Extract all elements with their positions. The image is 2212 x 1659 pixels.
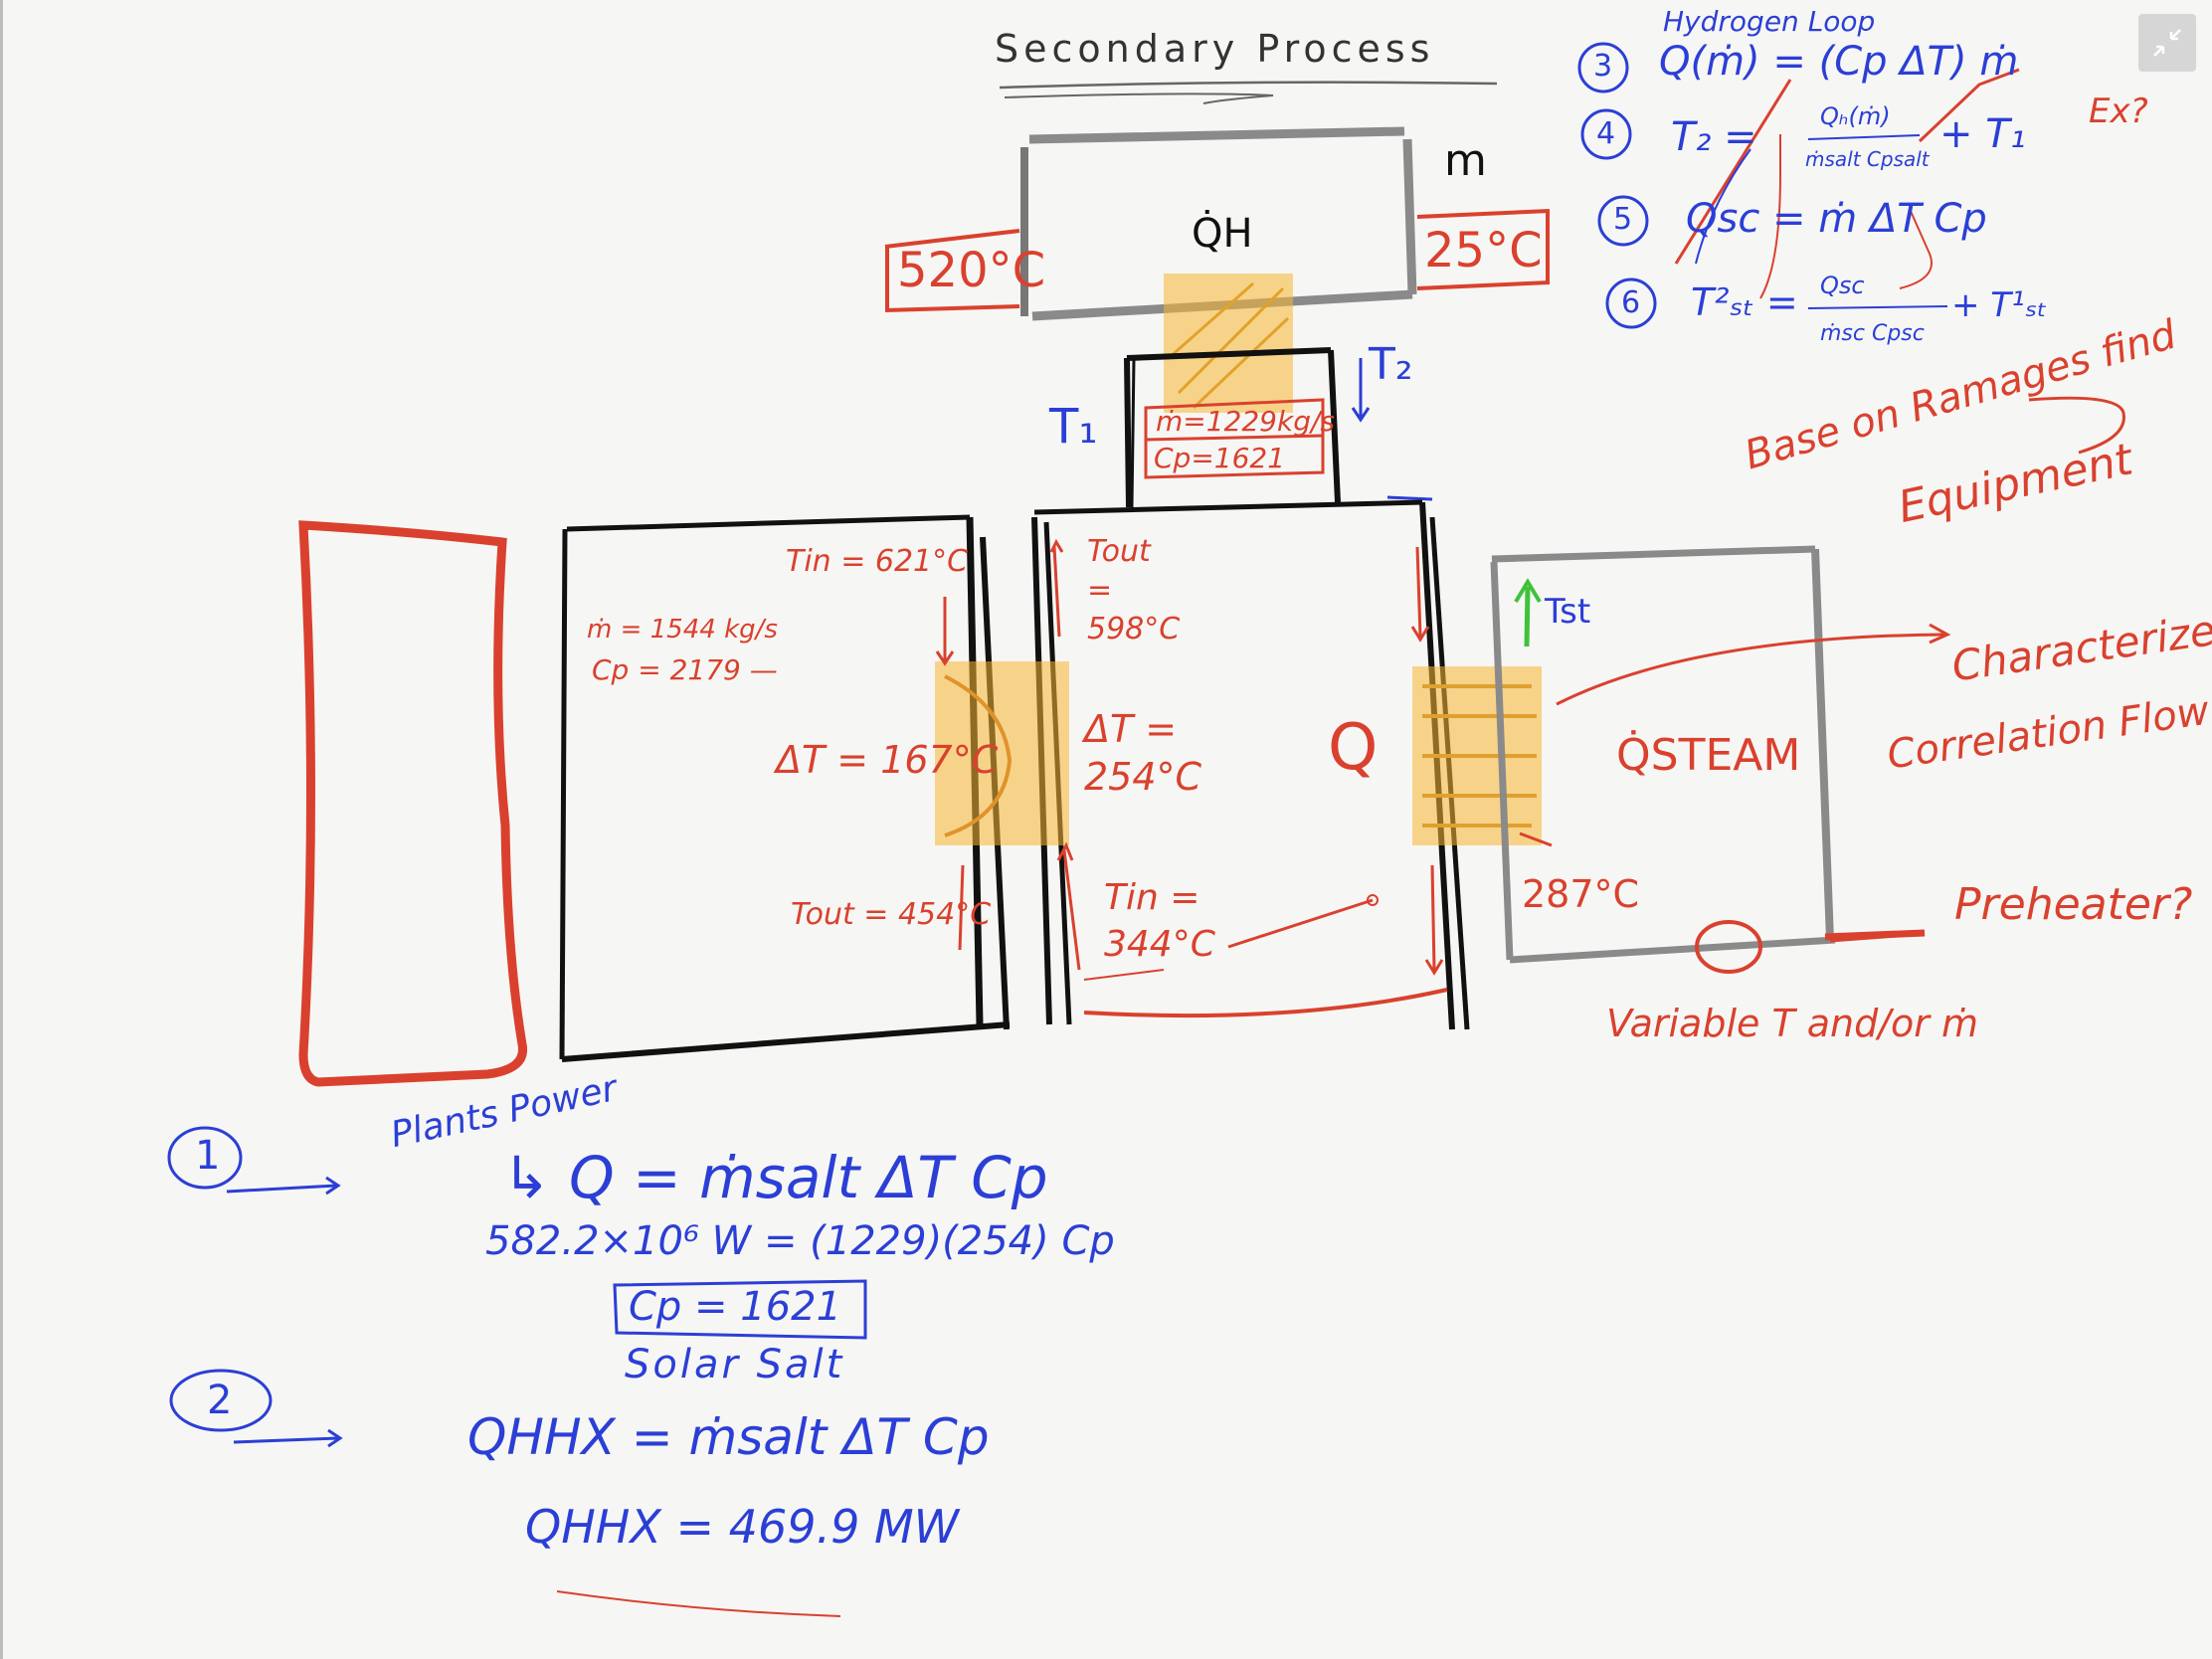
tin-pointer [1227,898,1374,949]
left-edge [0,0,3,1659]
eq3-number: 3 [1593,49,1613,84]
strike-line [1674,79,1792,265]
solar-salt-label: Solar Salt [625,1342,845,1387]
plants-power-substitution: 582.2×10⁶ W = (1229)(254) Cp [485,1218,1115,1264]
t1-return-line [1386,495,1433,501]
riser-cp: Cp=1621 [1154,442,1286,474]
eq6-denominator: ṁsc Cpsc [1820,321,1925,346]
eq6-numerator: Qsc [1820,272,1865,299]
preheater-line [1824,929,1926,941]
middle-box-dt: ΔT = 254°C [1084,707,1202,799]
title-underline [999,81,1498,90]
eq6-lhs: T²ₛₜ = [1691,280,1798,324]
cp-box-outline [613,1279,867,1340]
plants-power-equation: ↳ Q = ṁsalt ΔT Cp [502,1144,1048,1211]
heater-right-port [1416,209,1551,290]
highlight-hx-left [935,661,1069,845]
left-box-tout: Tout = 454°C [791,897,992,932]
left-box-mdot: ṁ = 1544 kg/s [587,615,778,645]
preheater-circle [1695,920,1762,974]
eq4-lhs: T₂ = [1671,114,1757,160]
title-swirl [1004,92,1274,104]
eq3-text: Q(ṁ) = (Cp ΔT) ṁ [1659,39,2019,85]
mdot-cp-box [1144,398,1325,479]
heater-left-port [884,229,1020,312]
steam-box-temp: 287°C [1522,872,1640,916]
eq6-number: 6 [1621,285,1641,320]
left-box-cp: Cp = 2179 — [592,653,778,686]
q-steam-label: Q̇STEAM [1616,730,1801,781]
steam-box [1490,545,1836,964]
heater-inlet-temp: 520°C [897,243,1046,298]
eq5-text: Qsc = ṁ ΔT Cp [1686,196,1987,242]
hydrogen-loop-header: Hydrogen Loop [1663,5,1876,38]
heater-m-label: m [1444,135,1487,186]
note-preheater: Preheater? [1954,879,2193,930]
minimize-button[interactable] [2138,14,2196,72]
ex-note: Ex? [2089,92,2148,131]
eq4-tail: + T₁ [1939,111,2026,157]
diagram-title: Secondary Process [995,27,1435,71]
cp-result: Cp = 1621 [629,1284,842,1330]
collapse-arrows-icon [2153,29,2181,57]
heater-q-label: Q̇H [1192,211,1253,257]
storage-tank [298,520,528,1087]
middle-box-tout: Tout = 598°C [1087,534,1181,646]
tst-label: Tst [1545,592,1591,632]
middle-box-red-bottom [1083,988,1448,1018]
bottom-step-1-number: 1 [195,1133,221,1179]
hhx-result: QHHX = 469.9 MW [525,1500,960,1554]
riser-mdot: ṁ=1229kg/s [1156,405,1336,438]
t2-label: T₂ [1369,339,1413,390]
middle-box-q: Q [1328,711,1379,785]
eq5-number: 5 [1613,202,1633,237]
ex-check [1918,68,2020,143]
eq6-tail: + T¹ₛₜ [1951,285,2048,325]
t1-label: T₁ [1049,399,1098,455]
eq4-number: 4 [1596,116,1616,151]
bottom-step-2-number: 2 [207,1378,233,1423]
middle-box-tin: Tin = 344°C [1104,877,1215,965]
characterize-pointer [1556,633,1945,706]
riser-box [1124,347,1341,508]
heater-outlet-temp: 25°C [1424,223,1543,278]
left-box-tin: Tin = 621°C [786,544,969,579]
hatching-hx-top [1168,281,1290,410]
tst-arrow [1524,586,1531,647]
note-variable: Variable T and/or ṁ [1606,1002,1979,1045]
hhx-equation: QHHX = ṁsalt ΔT Cp [467,1408,990,1466]
eq4-numerator: Qₕ(ṁ) [1820,102,1891,130]
left-box-dt: ΔT = 167°C [776,738,999,782]
eq4-denominator: ṁsalt Cpsalt [1805,147,1930,171]
